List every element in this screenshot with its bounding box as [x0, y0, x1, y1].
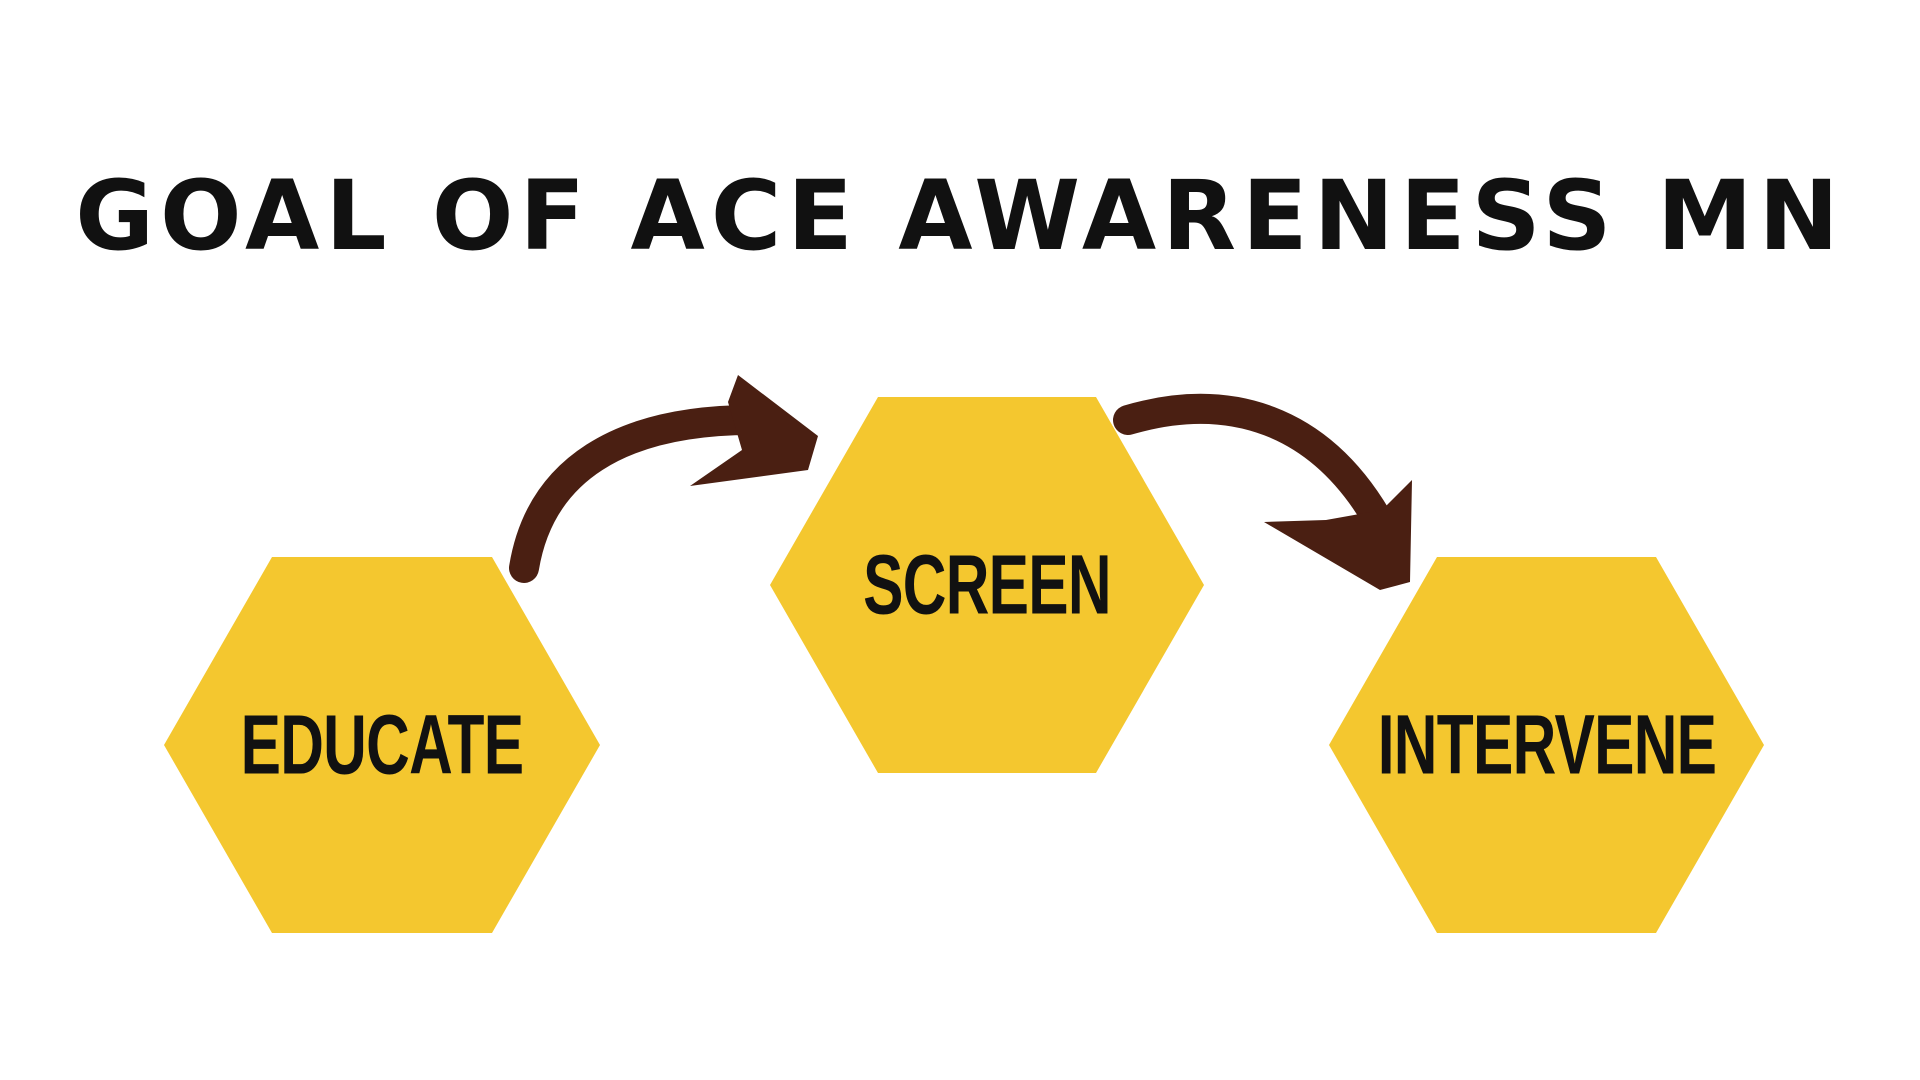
arrow-head-2 — [1264, 480, 1412, 590]
step-label-intervene: INTERVENE — [1378, 698, 1717, 792]
hexagon-educate: EDUCATE — [164, 557, 600, 933]
arrow-shaft-1 — [509, 405, 767, 583]
arrow-head-1 — [690, 375, 818, 486]
hexagon-intervene: INTERVENE — [1329, 557, 1764, 933]
arrow-screen-to-intervene — [1113, 393, 1412, 590]
step-label-screen: SCREEN — [863, 538, 1111, 632]
hexagon-screen: SCREEN — [770, 397, 1204, 773]
hexagon-shape-educate — [164, 557, 600, 933]
arrow-shaft-2 — [1113, 393, 1393, 535]
page-title: GOAL OF ACE AWARENESS MN — [75, 160, 1845, 272]
arrow-educate-to-screen — [509, 375, 818, 583]
hexagon-shape-screen — [770, 397, 1204, 773]
step-label-educate: EDUCATE — [241, 698, 524, 792]
hexagon-shape-intervene — [1329, 557, 1764, 933]
